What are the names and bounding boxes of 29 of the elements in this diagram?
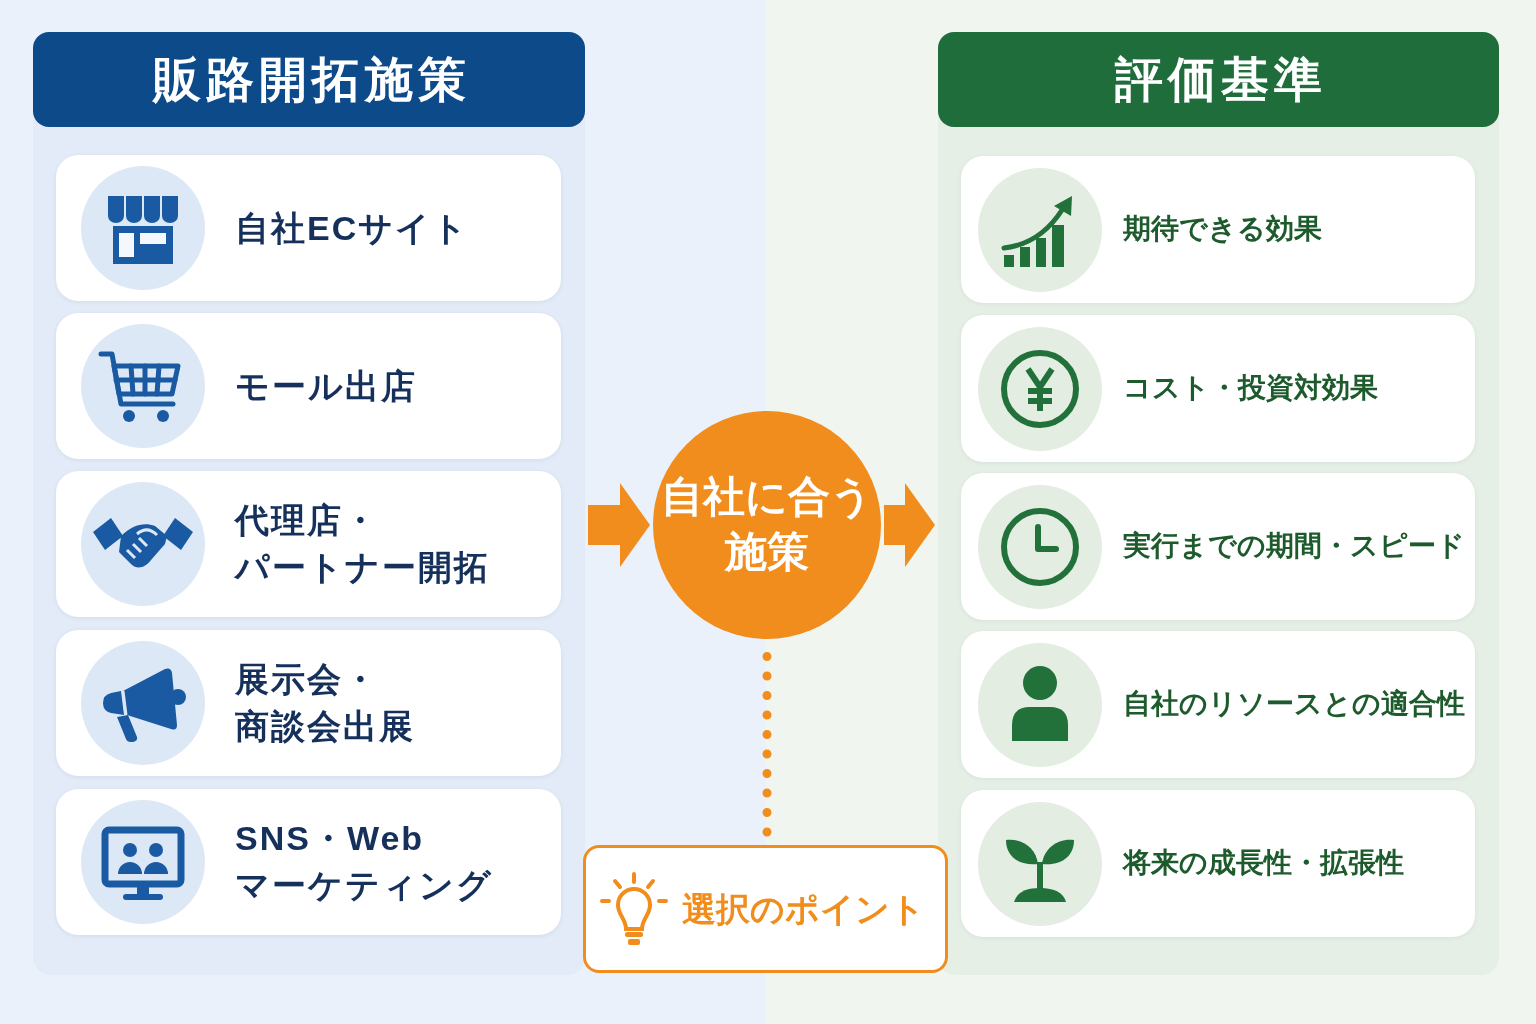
callout-box xyxy=(583,845,948,973)
item-card xyxy=(961,473,1475,620)
item-card xyxy=(56,313,561,459)
card-label: SNS・Webマーケティング xyxy=(235,818,494,906)
card-label: 代理店・パートナー開拓 xyxy=(235,500,491,588)
card-label: 将来の成長性・拡張性 xyxy=(1123,846,1404,881)
card-label: コスト・投資対効果 xyxy=(1123,371,1378,406)
item-card xyxy=(56,155,561,301)
header-bar: 評価基準 xyxy=(938,32,1499,127)
block-arrow xyxy=(588,483,650,567)
center-circle: 自社に合う施策 xyxy=(653,411,881,639)
item-card xyxy=(961,315,1475,462)
callout-label: 選択のポイント xyxy=(682,888,925,930)
panel xyxy=(938,32,1499,975)
card-label: モール出店 xyxy=(235,365,417,407)
item-card xyxy=(56,630,561,776)
item-card xyxy=(961,790,1475,937)
item-card xyxy=(56,789,561,935)
header-bar: 販路開拓施策 xyxy=(33,32,585,127)
item-card xyxy=(56,471,561,617)
card-label: 実行までの期間・スピード xyxy=(1123,529,1465,564)
item-card xyxy=(961,631,1475,778)
card-label: 自社ECサイト xyxy=(235,207,470,249)
item-card xyxy=(961,156,1475,303)
block-arrow xyxy=(884,483,935,567)
card-label: 期待できる効果 xyxy=(1123,212,1322,247)
panel xyxy=(33,32,585,975)
card-label: 自社のリソースとの適合性 xyxy=(1123,687,1465,722)
card-label: 展示会・商談会出展 xyxy=(235,659,416,747)
